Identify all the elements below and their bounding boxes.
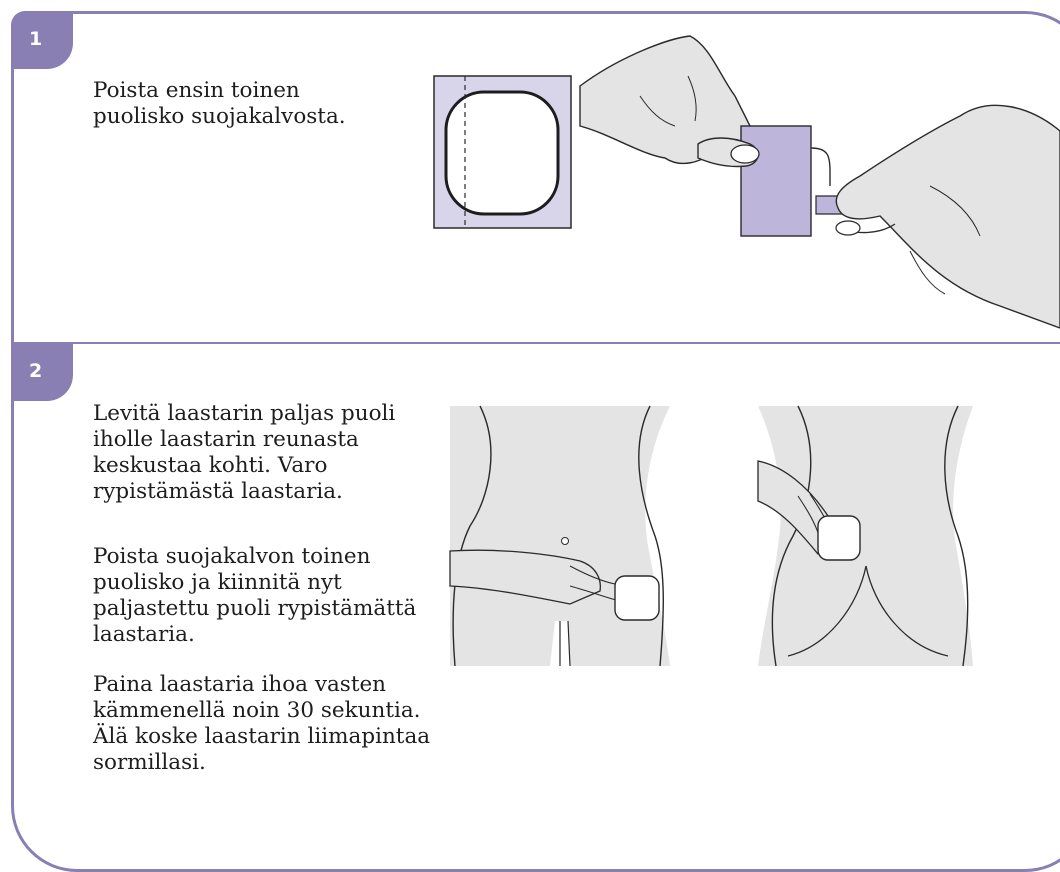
- step-2-instruction-apply: Levitä laastarin paljas puoli iholle laa…: [93, 401, 395, 505]
- back-buttock-application-icon: [758, 406, 973, 666]
- patch-with-film-icon: [433, 75, 573, 230]
- step-2-number-badge: 2: [11, 343, 73, 401]
- step-1-number-badge: 1: [11, 11, 73, 69]
- step-2-instruction-press: Paina laastaria ihoa vasten kämmenellä n…: [93, 672, 430, 776]
- step-1-instruction: Poista ensin toinen puolisko suojakalvos…: [93, 78, 346, 130]
- step-2-instruction-remove-film: Poista suojakalvon toinen puolisko ja ki…: [93, 544, 416, 648]
- front-abdomen-application-icon: [450, 406, 670, 666]
- hands-peeling-film-icon: [580, 36, 1060, 328]
